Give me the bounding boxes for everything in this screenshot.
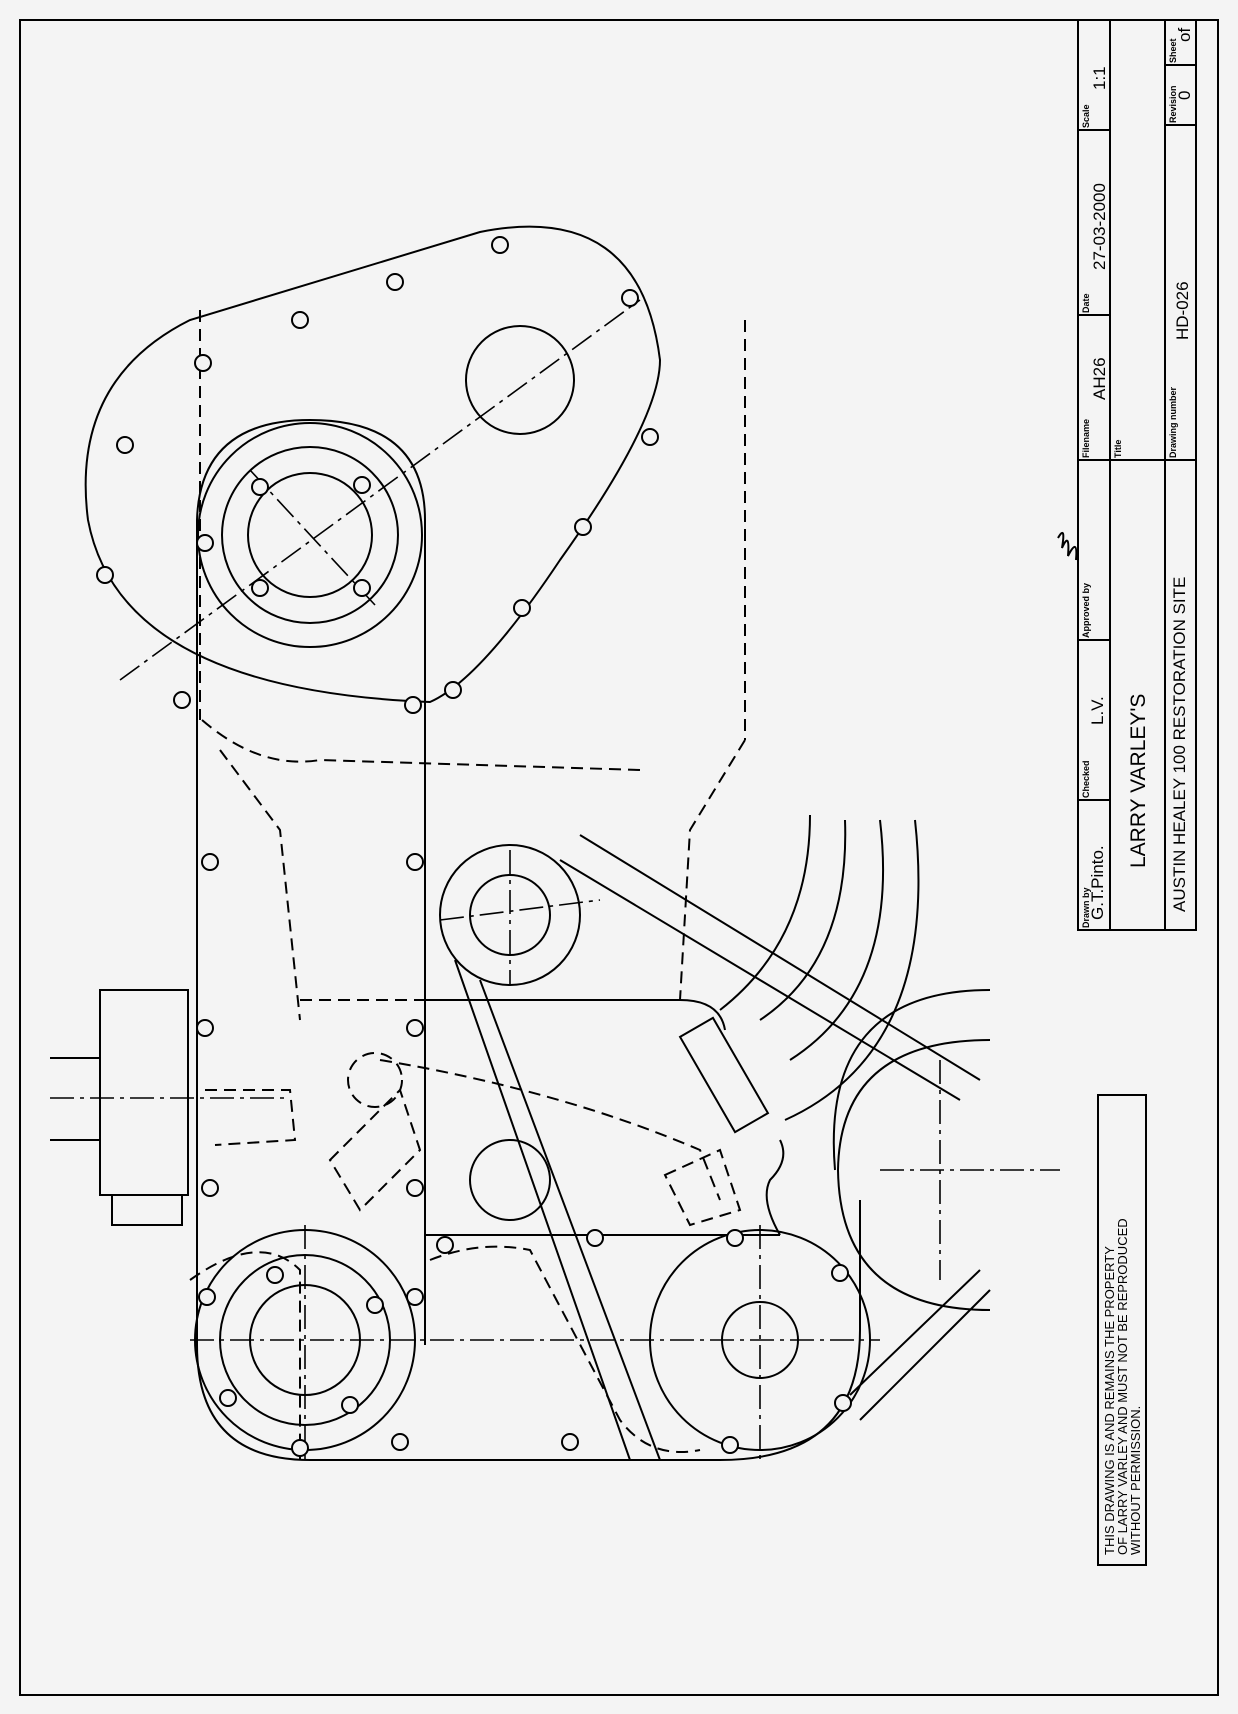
- checked-value: L.V.: [1088, 696, 1107, 725]
- drawing-number-value: HD-026: [1173, 281, 1192, 340]
- sheet-label: Sheet: [1168, 38, 1178, 63]
- drawing-number-label: Drawing number: [1168, 386, 1178, 458]
- filename-value: AH26: [1090, 357, 1109, 400]
- drawn-by-label: Drawn by: [1081, 887, 1091, 928]
- property-note-line-1: THIS DRAWING IS AND REMAINS THE PROPERTY: [1102, 1246, 1117, 1555]
- revision-label: Revision: [1168, 85, 1178, 123]
- timing-cover-outline: [84, 225, 861, 1461]
- property-note-box: [1097, 1094, 1147, 1566]
- property-note-line-3: WITHOUT PERMISSION.: [1128, 1406, 1143, 1555]
- drawing-border: [19, 19, 1219, 1696]
- property-note-line-2: OF LARRY VARLEY AND MUST NOT BE REPRODUC…: [1115, 1218, 1130, 1555]
- title-line-2: AUSTIN HEALEY 100 RESTORATION SITE: [1170, 577, 1189, 912]
- approval-signature: [1057, 531, 1078, 561]
- scale-value: 1:1: [1090, 66, 1109, 90]
- date-label: Date: [1081, 293, 1091, 313]
- title-label: Title: [1113, 440, 1123, 458]
- side-fitting: [50, 989, 189, 1226]
- drawn-by-value: G.T.Pinto.: [1088, 845, 1107, 920]
- hidden-lines: [189, 310, 746, 1460]
- filename-label: Filename: [1081, 419, 1091, 458]
- revision-value: 0: [1175, 91, 1194, 100]
- date-value: 27-03-2000: [1090, 183, 1109, 270]
- sheet-value: of: [1175, 28, 1194, 42]
- checked-label: Checked: [1081, 760, 1091, 798]
- centre-lines: [50, 299, 1060, 1460]
- drive-belts: [454, 834, 991, 1461]
- title-block: [1077, 19, 1197, 931]
- scale-label: Scale: [1081, 104, 1091, 128]
- approved-by-label: Approved by: [1081, 583, 1091, 638]
- title-line-1: LARRY VARLEY'S: [1127, 694, 1150, 868]
- bolt-holes: [96, 236, 852, 1457]
- bracket-curves: [678, 814, 920, 1134]
